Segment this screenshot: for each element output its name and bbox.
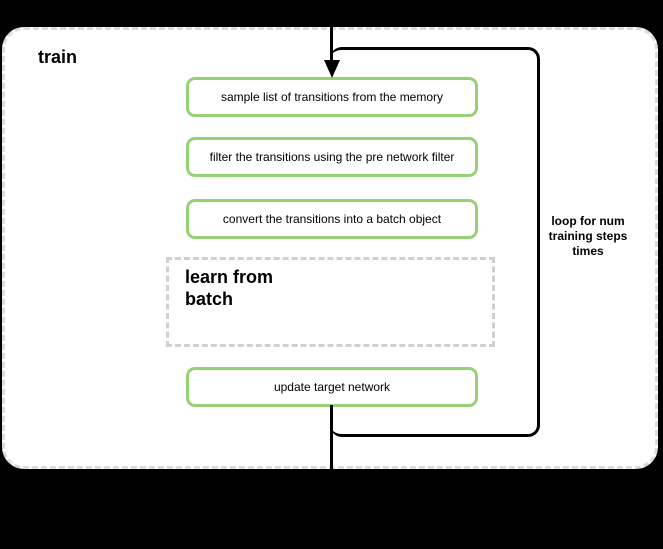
step-label: update target network — [273, 380, 391, 394]
exit-flow-line — [330, 405, 333, 549]
step-filter-transitions: filter the transitions using the pre net… — [186, 137, 478, 177]
step-label: sample list of transitions from the memo… — [220, 90, 444, 104]
subprocess-learn-from-batch: learn from batch — [166, 257, 495, 347]
entry-flow-line — [330, 0, 333, 62]
step-sample-transitions: sample list of transitions from the memo… — [186, 77, 478, 117]
step-convert-batch: convert the transitions into a batch obj… — [186, 199, 478, 239]
step-label: filter the transitions using the pre net… — [209, 150, 455, 164]
train-group-title: train — [38, 47, 78, 67]
loop-boundary — [330, 47, 540, 437]
loop-annotation: loop for num training steps times — [548, 214, 628, 258]
step-update-target-network: update target network — [186, 367, 478, 407]
step-label: convert the transitions into a batch obj… — [222, 212, 442, 226]
subprocess-label: learn from batch — [185, 267, 274, 309]
arrow-down-icon — [324, 60, 340, 78]
